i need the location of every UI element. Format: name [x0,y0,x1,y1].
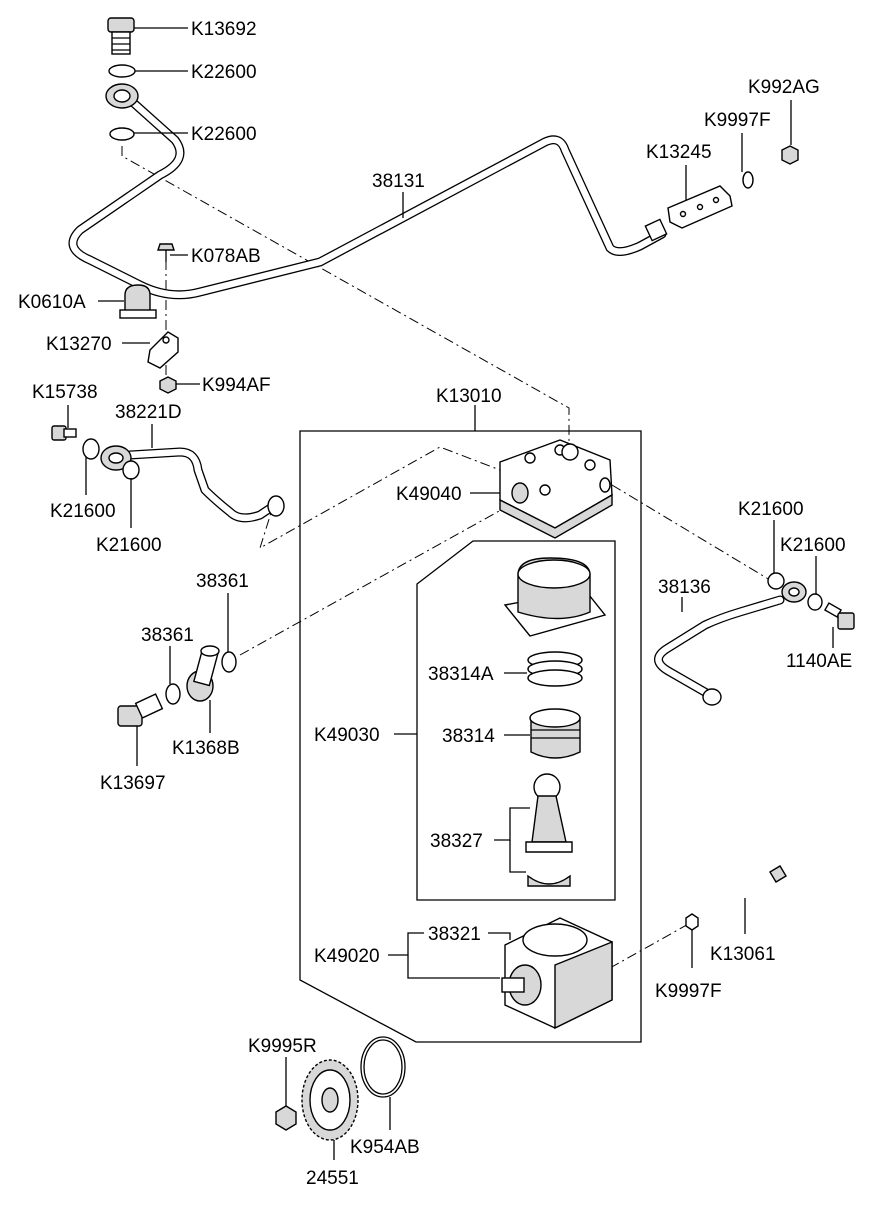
label-k13010: K13010 [436,386,502,407]
washer-k21600-right-1 [767,572,785,590]
crankcase-38321 [501,917,613,1030]
label-k21600-left-1: K21600 [50,501,116,522]
washer-k9997f-bottom [685,913,699,931]
cylinder-liner [503,557,607,637]
washer-k9997f-top [742,171,754,189]
alignment-line-38221d [259,446,501,550]
washer-k22600-top [108,64,136,78]
label-k078ab: K078AB [191,246,261,267]
gasket-k954ab-inner [363,1039,403,1095]
label-38361-lower: 38361 [141,625,194,646]
bolt-k15738 [51,425,77,441]
alignment-line-top [121,146,570,446]
label-k15738: K15738 [32,382,98,403]
label-k13270: K13270 [46,334,112,355]
bolt-1140ae [823,602,855,630]
label-k1368b: K1368B [172,738,240,759]
bracket-k13245 [667,185,733,229]
label-38131: 38131 [372,171,425,192]
label-k13245: K13245 [646,142,712,163]
bracket-k13270 [147,331,179,369]
pipe-38131 [68,83,668,300]
label-38314a: 38314A [428,664,494,685]
label-38361-upper: 38361 [196,571,249,592]
assembly-frame-k49030 [416,540,616,901]
label-k954ab: K954AB [350,1137,420,1158]
label-k21600-right-1: K21600 [738,499,804,520]
assembly-frame-k13010 [299,430,642,1043]
connecting-rod-38327 [525,773,573,887]
label-38327: 38327 [430,831,483,852]
washer-k22600-bottom [109,127,135,141]
clamp-k0610a [119,284,157,319]
cylinder-head-k49040 [499,439,613,539]
gear-24551 [301,1059,359,1141]
label-k21600-right-2: K21600 [780,535,846,556]
bolt-k13697 [117,693,164,727]
leader-lines [67,27,834,1160]
pipe-38221d [100,445,285,523]
label-k13692: K13692 [191,19,257,40]
label-k0610a: K0610A [18,292,86,313]
label-k21600-left-2: K21600 [96,535,162,556]
label-k13697: K13697 [100,773,166,794]
label-k22600-bottom: K22600 [191,124,257,145]
washer-k21600-left-2 [122,460,140,480]
nut-k9995r [275,1105,297,1131]
washer-k21600-left-1 [82,438,100,460]
bolt-k078ab [157,243,175,262]
label-38221d: 38221D [115,402,182,423]
alignment-line-38361 [239,504,511,656]
o-ring-38361-upper [221,651,237,673]
pipe-38136 [654,581,807,706]
label-k9997f-bottom: K9997F [655,981,722,1002]
label-k13061: K13061 [710,944,776,965]
label-k22600-top: K22600 [191,62,257,83]
label-38314: 38314 [442,726,495,747]
label-k9995r: K9995R [248,1036,317,1057]
label-1140ae: 1140AE [786,651,852,672]
bolt-k13692 [107,17,135,55]
nut-k992ag [781,145,799,165]
piston-rings-38314a [527,651,583,687]
label-k49040: K49040 [396,484,462,505]
alignment-line-k13061 [609,921,693,969]
label-38136: 38136 [658,577,711,598]
label-k994af: K994AF [202,375,271,396]
piston-38314 [529,708,581,759]
fitting-k1368b [186,645,220,702]
label-38321: 38321 [428,924,481,945]
washer-k21600-right-2 [807,593,823,611]
label-k9997f-top: K9997F [704,110,771,131]
label-k992ag: K992AG [748,77,820,98]
label-k49030: K49030 [314,725,380,746]
gasket-k954ab [360,1036,406,1098]
o-ring-38361-lower [165,683,181,705]
label-k49020: K49020 [314,946,380,967]
nut-k994af [159,376,177,394]
label-24551: 24551 [306,1168,359,1189]
stud-bolt-k13061 [698,865,787,920]
